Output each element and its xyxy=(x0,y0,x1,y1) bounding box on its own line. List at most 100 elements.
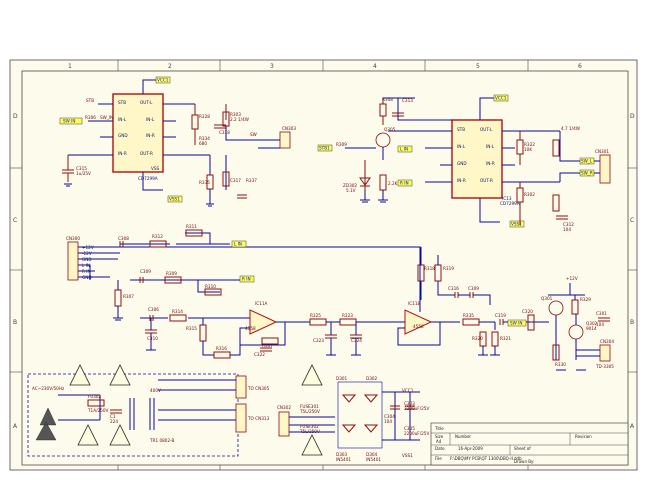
label-r309-r: R309 xyxy=(336,142,347,147)
net-stb1-label: STB1 xyxy=(319,146,330,151)
net-l-in-mid xyxy=(231,240,247,248)
label-c319: C319 xyxy=(495,313,506,318)
label-c318: C318 xyxy=(219,130,230,135)
grid-row-c-right: C xyxy=(630,217,634,224)
label-c304: C304 xyxy=(384,414,395,419)
net-l-in-right-label: L IN xyxy=(400,147,408,152)
net-vss1-left xyxy=(167,195,183,203)
opamp-ic11b xyxy=(404,309,433,335)
ic-ref-left: CD7299A xyxy=(138,176,158,181)
ic13-refdes: IC13 xyxy=(502,196,512,201)
grid-row-a-right: A xyxy=(630,423,635,430)
label-r309: R309 xyxy=(166,271,177,276)
upper-right-amplifier: STB IN-L GND IN-R OUT-L IN-L IN-R OUT-R … xyxy=(317,94,611,232)
net-stb1 xyxy=(317,144,333,152)
label-r321: R321 xyxy=(500,336,511,341)
pin-in-l2-r: IN-L xyxy=(486,144,495,149)
net-sw-in-mid-label: SW IN xyxy=(510,321,523,326)
net-vcc1-left-label: VCC1 xyxy=(157,78,169,83)
label-r323: R323 xyxy=(342,313,353,318)
label-ac-in: AC~230V/50Hz xyxy=(32,386,65,391)
label-fuse: F0302 xyxy=(88,394,101,399)
grid-row-d-right: D xyxy=(630,113,635,120)
grid-row-b-left: B xyxy=(13,319,17,326)
pin-in-l-r: IN-L xyxy=(457,144,466,149)
label-c324: C324 xyxy=(351,338,362,343)
label-r320: R320 xyxy=(472,336,483,341)
label-c309: C309 xyxy=(140,269,151,274)
label-to-cn305: TO CN305 xyxy=(247,386,270,391)
label-ic11a: IC11A xyxy=(255,301,267,306)
label-2200uf-a: 2200uF/25V xyxy=(404,406,429,411)
pin-in-r2-r: IN-R xyxy=(486,161,495,166)
label-c315: C315 xyxy=(76,166,87,171)
label-680: 680 xyxy=(199,141,207,146)
label-r312: R312 xyxy=(152,234,163,239)
label-cn301: CN301 xyxy=(595,149,609,154)
net-vcc1-left xyxy=(155,76,171,84)
net-sw-l-label: SW_L xyxy=(581,159,593,164)
grid-col-3: 3 xyxy=(270,63,274,70)
pin-out-l: OUT-L xyxy=(140,100,153,105)
label-r310: R310 xyxy=(205,284,216,289)
label-d304: D304 xyxy=(366,452,378,457)
connector-cn301 xyxy=(599,154,611,184)
warning-icon-6 xyxy=(301,434,323,456)
label-q305: Q305 xyxy=(384,127,396,132)
label-fuse302: FUSE302 xyxy=(300,424,319,429)
label-r303: R303 xyxy=(230,112,241,117)
pin-in-r2: IN-R xyxy=(146,133,155,138)
connector-to-cn305 xyxy=(235,375,247,399)
pin-vss: VSS xyxy=(151,166,160,171)
label-104-right: 104 xyxy=(563,227,571,232)
plug-icon xyxy=(35,407,57,441)
upper-left-amplifier: STB IN-L GND IN-R OUT-L IN-L IN-R OUT-R … xyxy=(59,76,296,207)
label-2200uf-b: 2200uF/25V xyxy=(404,431,429,436)
label-d302: D302 xyxy=(366,376,378,381)
pin-in-l2: IN-L xyxy=(146,117,155,122)
net-sw-in-mid xyxy=(507,319,527,327)
label-c303: C303 xyxy=(404,401,415,406)
pin-in-r: IN-R xyxy=(118,151,127,156)
label-c308: C308 xyxy=(118,236,129,241)
label-in5401-a: IN5401 xyxy=(336,457,351,462)
net-vss1-left-label: VSS1 xyxy=(169,197,180,202)
label-r315: R315 xyxy=(186,326,197,331)
label-c306: C306 xyxy=(148,307,159,312)
label-r335: R335 xyxy=(199,180,210,185)
label-fuse301-val: T5L/250V xyxy=(299,409,320,414)
label-ic11b: IC11B xyxy=(408,301,420,306)
net-r-in-right-label: R IN xyxy=(400,181,409,186)
number-label: Number xyxy=(455,434,471,439)
net-l-in-right xyxy=(397,145,413,153)
net-l-in-mid-label: L IN xyxy=(234,242,242,247)
label-cn304: CN304 xyxy=(600,339,614,344)
net-r-in-mid-label: R IN xyxy=(242,277,251,282)
label-in5401-b: IN5401 xyxy=(366,457,381,462)
label-c316: C316 xyxy=(448,286,459,291)
label-vss1-power: VSS1 xyxy=(402,453,413,458)
file-label: File xyxy=(435,456,442,461)
net-r-in-mid xyxy=(239,275,255,283)
net-sw-in xyxy=(59,117,83,125)
label-r306: R306 xyxy=(85,115,96,120)
label-r-val-right: 4.7 1/4W xyxy=(561,126,580,131)
title-block: Title Size A4 Number Revision Date 16-Ap… xyxy=(430,422,629,466)
grid-row-a-left: A xyxy=(13,423,18,430)
net-vcc1-right xyxy=(493,94,509,102)
grid-rows: D C B A D C B A xyxy=(10,113,637,430)
date-value: 16-Apr-2009 xyxy=(458,446,483,451)
label-c313: C313 xyxy=(402,98,413,103)
label-r328: R328 xyxy=(199,114,210,119)
pin-out-r-r: OUT-R xyxy=(480,178,493,183)
connector-to-cn313 xyxy=(235,403,247,433)
pin-in-r-r: IN-R xyxy=(457,178,466,183)
net-sw-r-label: SW_R xyxy=(581,171,593,176)
pin-stb-r: STB xyxy=(457,127,465,132)
label-r322: R322 xyxy=(524,142,535,147)
net-vcc1-right-label: VCC1 xyxy=(495,96,507,101)
label-r335-mid: R335 xyxy=(463,313,474,318)
label-9014: 9014 xyxy=(586,326,597,331)
label-2k2: 2.2K xyxy=(388,181,398,186)
net-r-in-right xyxy=(397,179,413,187)
